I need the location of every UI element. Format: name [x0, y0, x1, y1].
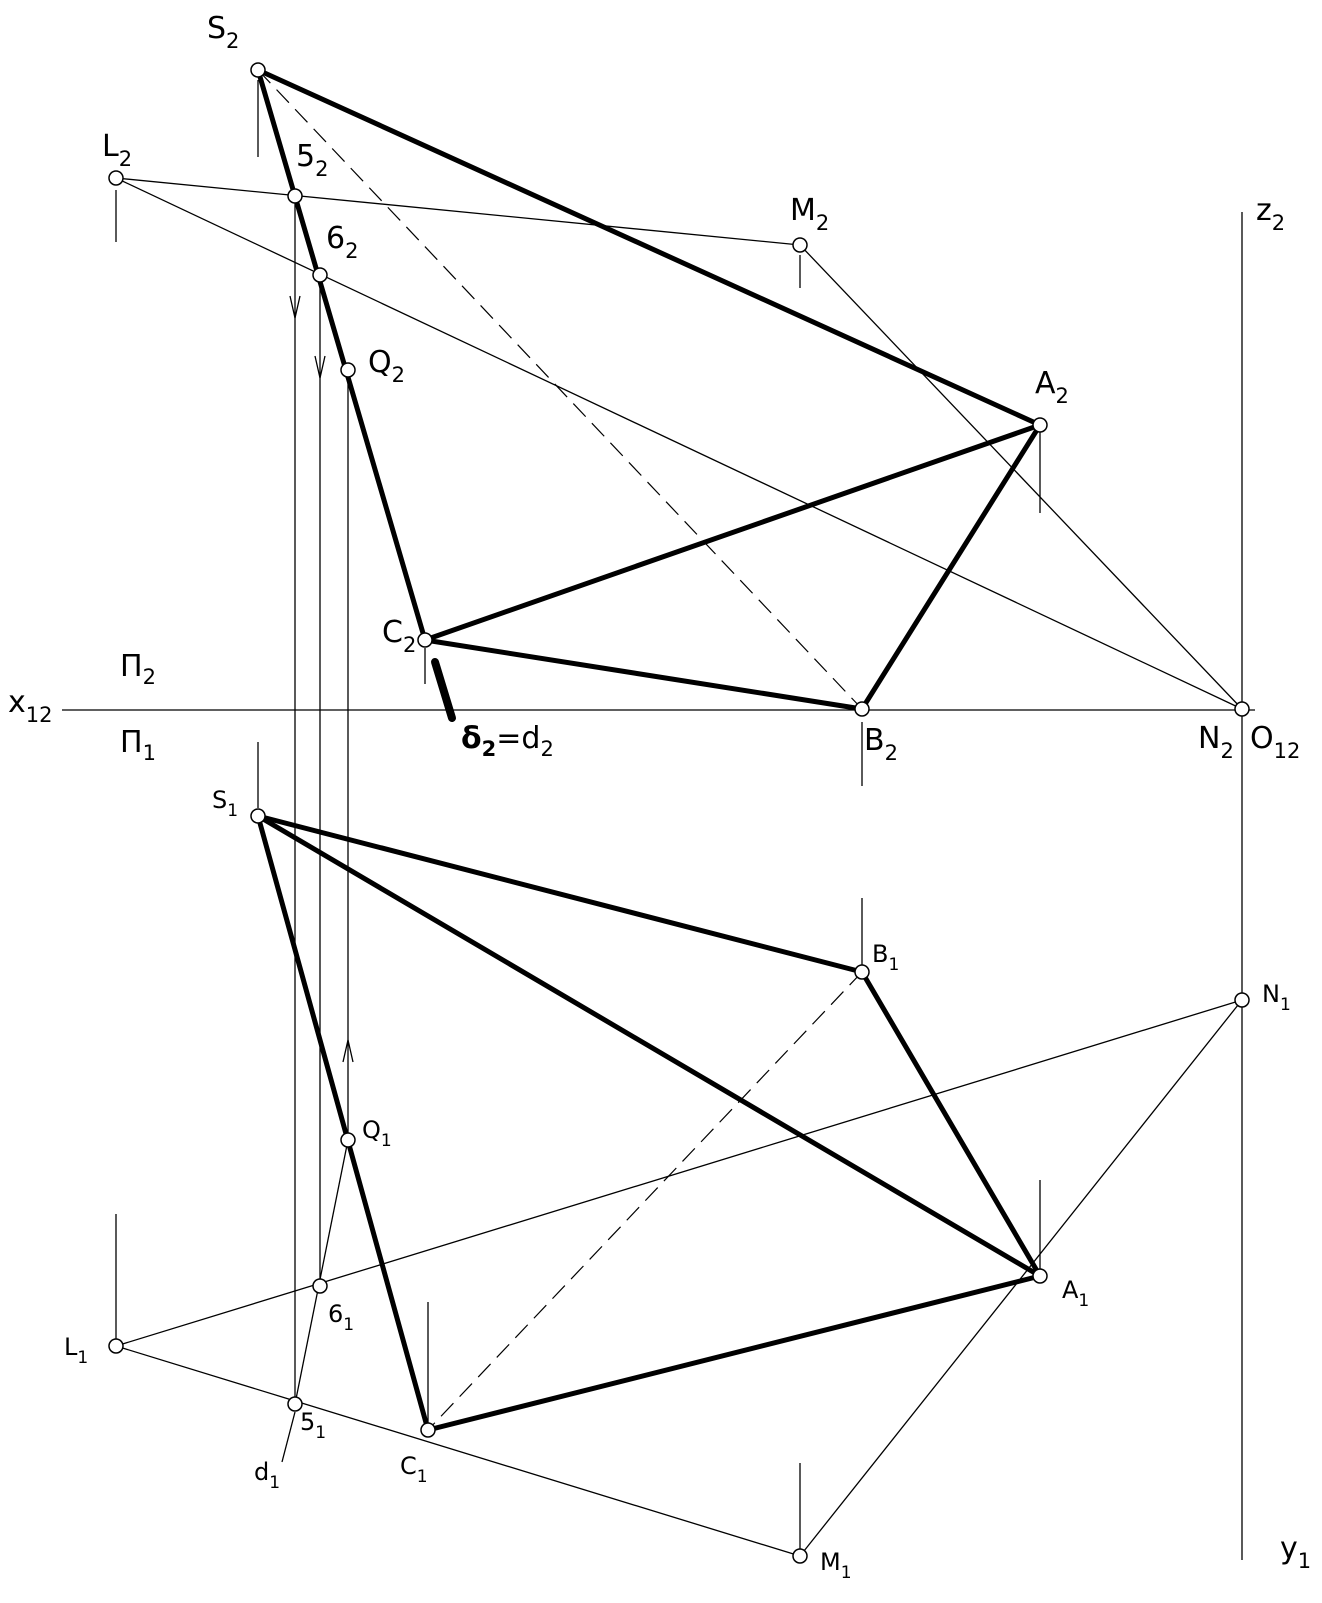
- label-x12: x12: [8, 685, 53, 727]
- label-pi1: П1: [120, 725, 156, 765]
- label-L2: L2: [102, 129, 132, 171]
- label-O12: O12: [1250, 721, 1300, 763]
- edge-B1-A1: [859, 969, 1043, 1279]
- line-L2-M2: [115, 177, 801, 246]
- dashed-B1-C1: [427, 971, 863, 1431]
- label-A1: A1: [1062, 1276, 1089, 1311]
- point-5-1: [287, 1396, 303, 1412]
- label-C2: C2: [382, 615, 416, 657]
- point-L2: [108, 170, 124, 186]
- edge-A2-C2: [422, 422, 1043, 643]
- point-C1: [420, 1422, 436, 1438]
- point-S2: [250, 62, 266, 78]
- point-N2-O12: [1234, 701, 1250, 717]
- arrow-down-6: [314, 355, 326, 379]
- edge-C1-A1: [425, 1273, 1043, 1433]
- edge-S1-A1: [255, 813, 1043, 1279]
- point-N1: [1234, 992, 1250, 1008]
- label-C1: C1: [400, 1452, 428, 1487]
- point-Q2: [340, 362, 356, 378]
- point-5-2: [287, 188, 303, 204]
- point-Q1: [340, 1132, 356, 1148]
- label-pi2: П2: [120, 649, 156, 689]
- label-6-1: 61: [328, 1300, 354, 1335]
- line-L1-M1: [115, 1345, 801, 1557]
- edge-S2-C2: [255, 67, 428, 643]
- arrow-down-5: [289, 295, 301, 319]
- point-M2: [792, 237, 808, 253]
- line-L2-N2: [115, 177, 1243, 710]
- point-L1: [108, 1338, 124, 1354]
- label-M1: M1: [820, 1548, 852, 1583]
- edge-S2-A2: [255, 67, 1043, 428]
- label-S1: S1: [212, 786, 238, 821]
- label-5-1: 51: [300, 1408, 326, 1443]
- edge-S1-C1: [255, 813, 431, 1433]
- point-M1: [792, 1548, 808, 1564]
- point-A2: [1032, 417, 1048, 433]
- point-S1: [250, 808, 266, 824]
- label-L1: L1: [64, 1333, 88, 1368]
- label-M2: M2: [790, 193, 829, 235]
- edge-C2-B2: [422, 637, 865, 712]
- label-Q1: Q1: [362, 1116, 392, 1151]
- label-6-2: 62: [326, 221, 358, 263]
- label-5-2: 52: [296, 139, 328, 181]
- line-L1-N1: [115, 999, 1243, 1347]
- point-6-1: [312, 1278, 328, 1294]
- dashed-S2-B2: [257, 69, 863, 710]
- label-delta2-d2: δ2=d2: [461, 721, 554, 761]
- edge-A2-B2: [859, 422, 1043, 712]
- label-B2: B2: [864, 723, 898, 765]
- point-6-2: [312, 267, 328, 283]
- line-delta2: [431, 658, 456, 722]
- point-C2: [417, 632, 433, 648]
- label-N1: N1: [1262, 980, 1291, 1015]
- line-M2-N2: [799, 244, 1243, 710]
- edge-S1-B1: [255, 813, 865, 975]
- point-B1: [854, 964, 870, 980]
- line-N1-M1: [799, 999, 1243, 1557]
- label-d1: d1: [254, 1458, 280, 1493]
- point-B2: [854, 701, 870, 717]
- label-A2: A2: [1035, 366, 1069, 408]
- arrow-up-Q: [342, 1039, 354, 1063]
- label-B1: B1: [872, 940, 899, 975]
- label-S2: S2: [207, 11, 239, 53]
- leader-d1: [281, 1411, 296, 1463]
- label-N2: N2: [1198, 721, 1234, 763]
- line-Q1-5-1: [294, 1139, 349, 1405]
- label-Q2: Q2: [368, 345, 405, 387]
- label-y1: y1: [1280, 1531, 1311, 1573]
- point-A1: [1032, 1268, 1048, 1284]
- label-z2: z2: [1256, 193, 1285, 235]
